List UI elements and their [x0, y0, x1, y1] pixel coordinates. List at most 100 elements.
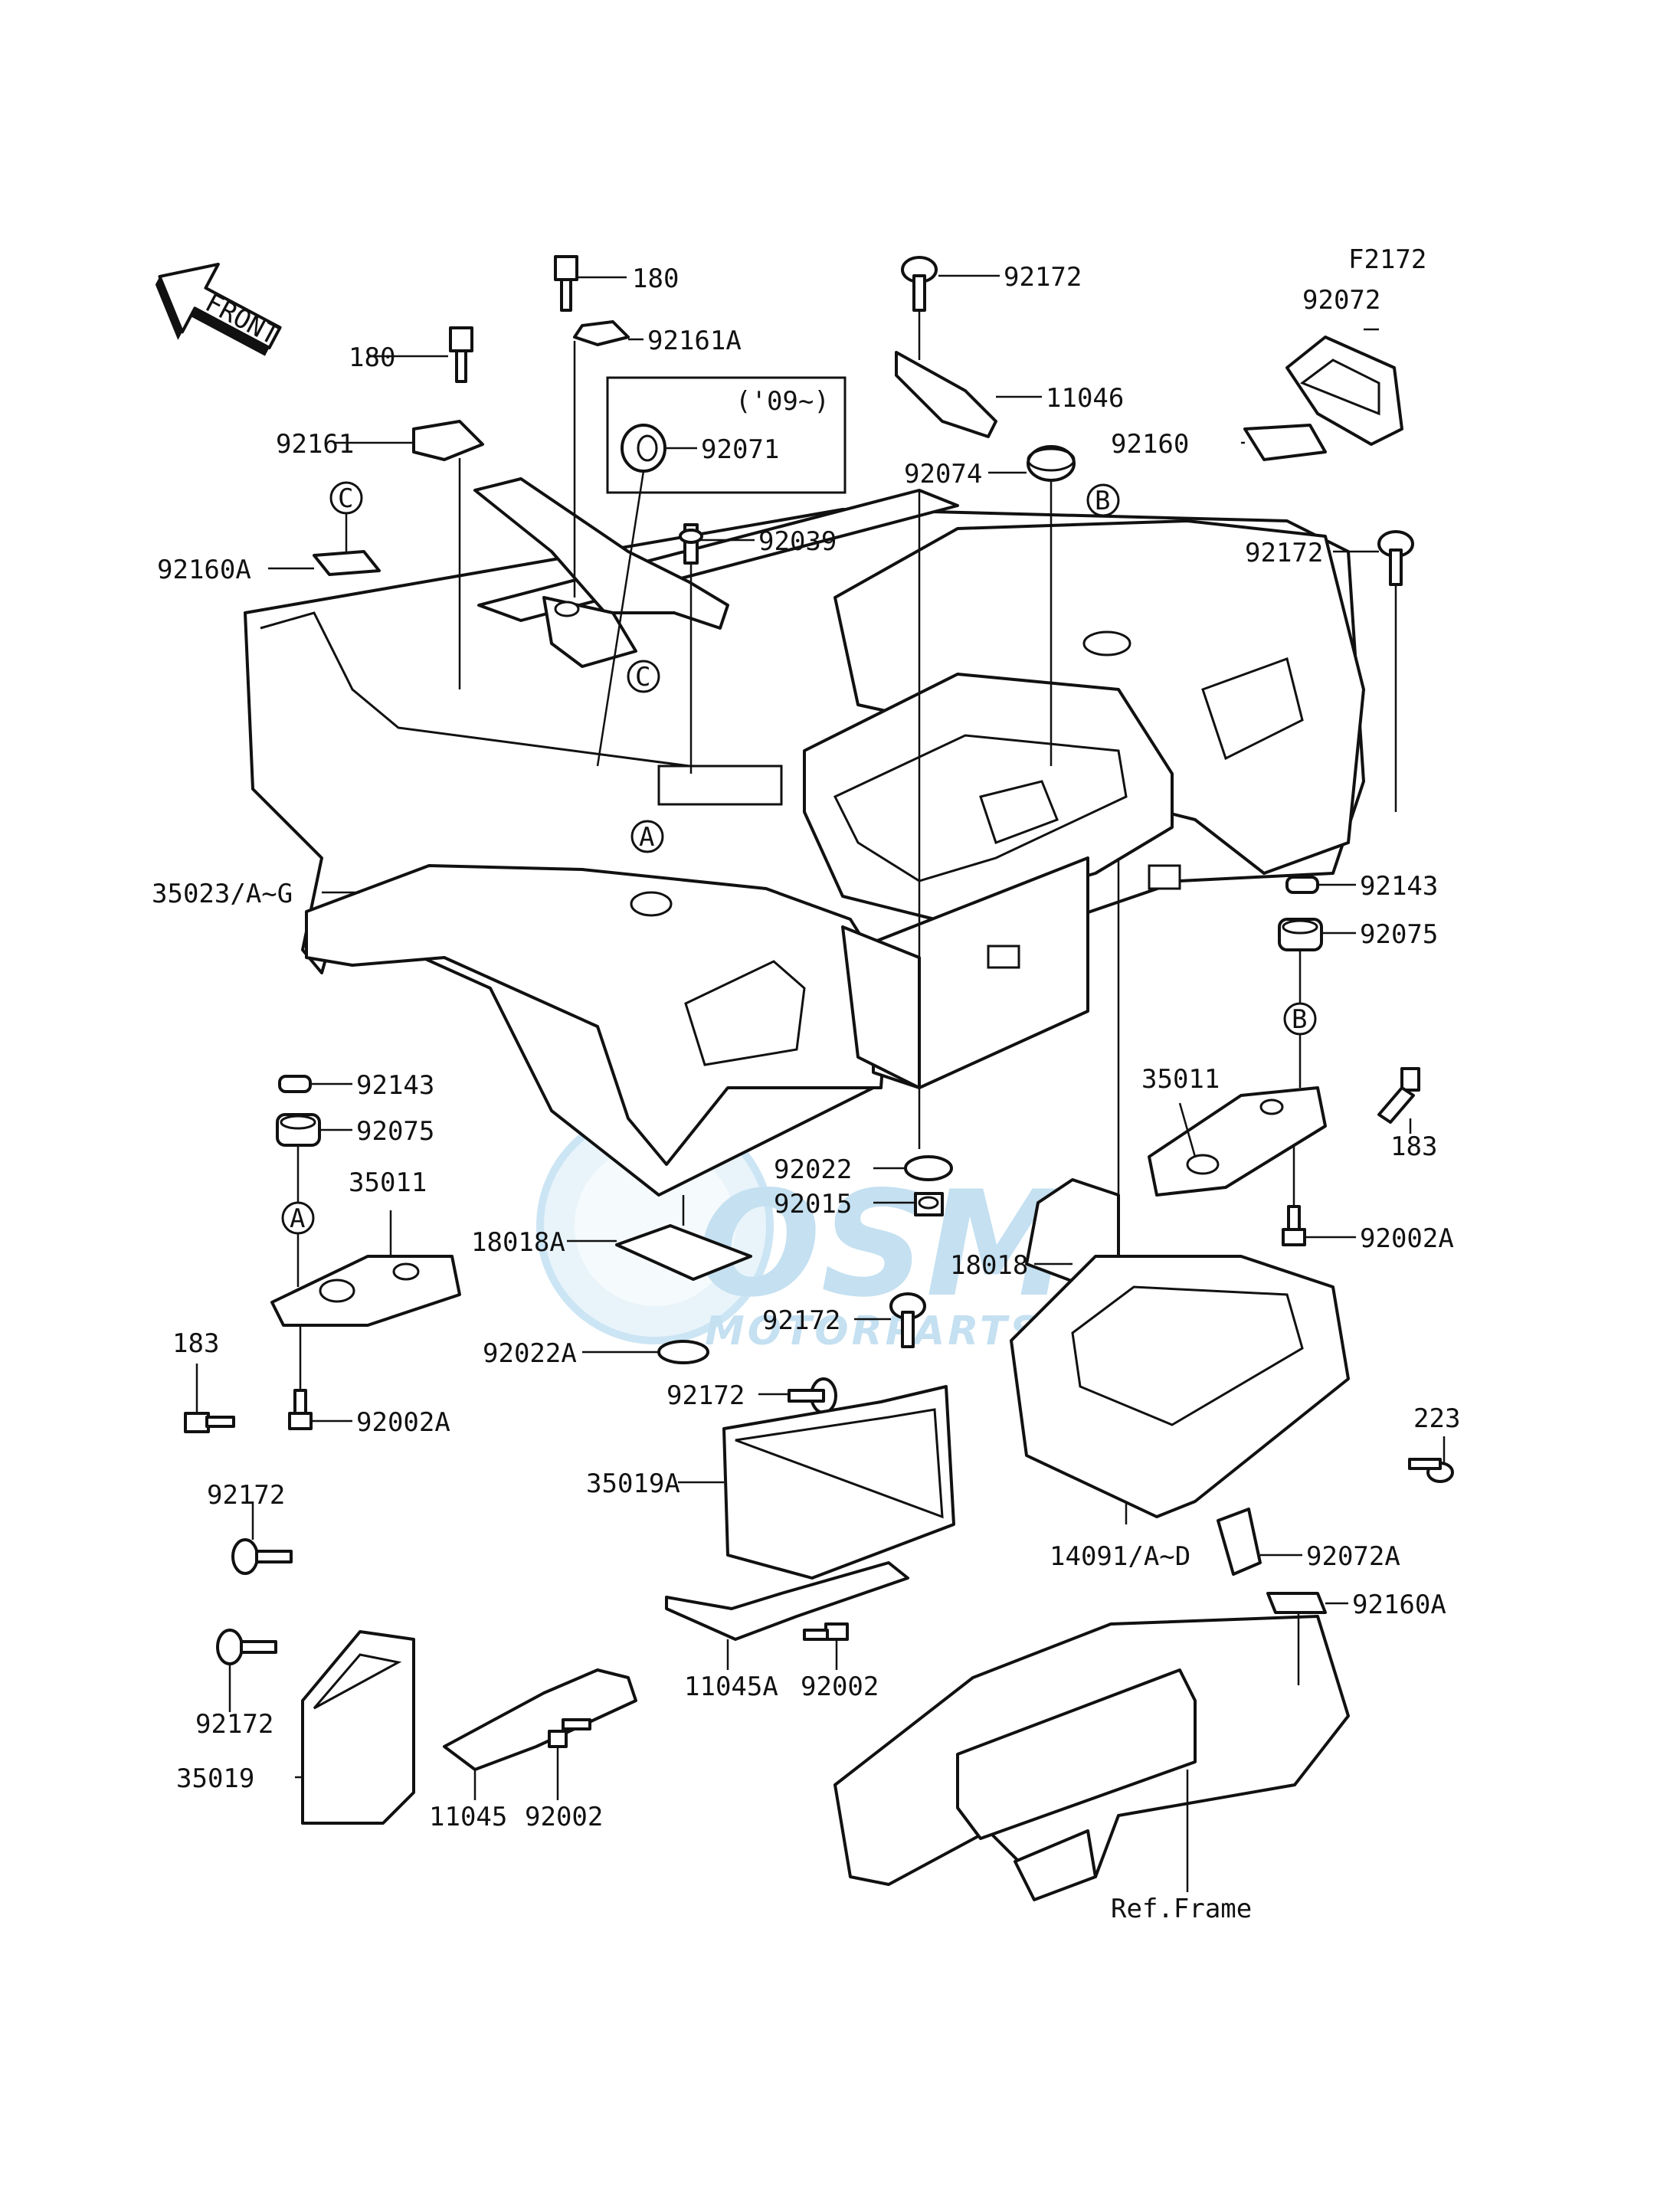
cap-92074	[1027, 445, 1076, 482]
clip-92161	[412, 420, 484, 461]
label-92143-left: 92143	[356, 1070, 434, 1101]
ref-frame	[833, 1615, 1350, 1901]
callout-C-upper-text: C	[338, 483, 353, 514]
strap-92072	[1285, 336, 1403, 446]
label-35011-right: 35011	[1141, 1064, 1220, 1095]
bolt-180-upper	[554, 255, 578, 312]
bracket-35011-left	[270, 1255, 461, 1327]
pad-92160A-top	[313, 550, 381, 576]
label-92160: 92160	[1111, 429, 1189, 460]
label-183-right: 183	[1390, 1131, 1437, 1162]
callout-C-lower-text: C	[635, 662, 650, 692]
rear-fender	[244, 489, 1365, 1197]
bracket-35011-right	[1148, 1086, 1327, 1197]
bolt-92172-bl1	[231, 1538, 293, 1575]
label-223: 223	[1413, 1403, 1460, 1434]
label-92172-top: 92172	[1004, 262, 1082, 293]
label-183-left: 183	[172, 1328, 219, 1359]
figure-code: F2172	[1348, 244, 1426, 275]
label-92071: 92071	[701, 434, 779, 465]
label-11045A: 11045A	[684, 1671, 778, 1702]
bolt-223	[1408, 1458, 1454, 1483]
callout-A-upper-text: A	[639, 822, 654, 853]
nut-92015	[914, 1192, 944, 1216]
label-92161: 92161	[276, 429, 354, 460]
label-180-left: 180	[349, 342, 395, 373]
callout-C-upper: C	[329, 481, 363, 515]
label-11045: 11045	[429, 1802, 507, 1832]
bolt-92172-right	[1377, 530, 1414, 586]
label-35023: 35023/A~G	[152, 879, 293, 909]
bolt-92172-mid2	[788, 1377, 837, 1414]
washer-92022	[904, 1155, 953, 1181]
label-92002-mid: 92002	[801, 1671, 879, 1702]
plate-18018A	[615, 1224, 752, 1281]
bolt-183-right	[1377, 1067, 1420, 1124]
bolt-92002A-right	[1282, 1205, 1306, 1246]
label-11046: 11046	[1046, 383, 1124, 414]
rivet-92039	[679, 523, 703, 565]
clip-92161A	[573, 320, 630, 346]
label-35019A: 35019A	[586, 1468, 680, 1499]
label-92172-bl1: 92172	[207, 1480, 285, 1511]
label-92002A-left: 92002A	[356, 1407, 450, 1438]
washer-92143-left	[278, 1075, 312, 1093]
leader-lines	[195, 274, 1446, 1892]
callout-B-upper-text: B	[1095, 486, 1110, 516]
grommet-92075-right	[1278, 918, 1323, 951]
label-92172-mid2: 92172	[666, 1380, 745, 1411]
bracket-11045	[443, 1668, 637, 1771]
label-92015: 92015	[774, 1189, 852, 1220]
grommet-92075-left	[276, 1113, 321, 1147]
callout-B-upper: B	[1086, 483, 1120, 517]
label-35019: 35019	[176, 1763, 254, 1794]
label-92172-right: 92172	[1245, 538, 1323, 568]
part-labels: 180 180 92161A 92161 92071 92039 92160A …	[152, 262, 1460, 1924]
label-180-upper: 180	[632, 264, 679, 294]
bracket-11045A	[665, 1561, 909, 1641]
bolt-183-left	[184, 1412, 235, 1433]
label-92172-mid: 92172	[762, 1305, 840, 1336]
upper-bracket	[473, 477, 729, 668]
label-92161A: 92161A	[647, 326, 742, 356]
bolt-92172-bl2	[216, 1629, 277, 1665]
label-18018: 18018	[950, 1250, 1028, 1281]
label-92172-bl2: 92172	[195, 1709, 273, 1740]
pad-92160A-bottom	[1266, 1592, 1327, 1614]
pad-92160	[1243, 424, 1327, 461]
callout-A-upper: A	[630, 820, 664, 853]
label-18018A: 18018A	[471, 1227, 565, 1258]
strap-92072A	[1217, 1508, 1262, 1576]
label-92022A: 92022A	[483, 1338, 577, 1369]
box-14091	[1010, 1255, 1350, 1518]
watermark-logo: OSM	[697, 1160, 1070, 1329]
bolt-92172-top	[901, 256, 938, 312]
callout-A-lower: A	[281, 1201, 315, 1235]
bracket-11046	[895, 351, 997, 438]
bolt-92172-mid	[889, 1292, 926, 1348]
label-92075-left: 92075	[356, 1116, 434, 1147]
label-92022: 92022	[774, 1154, 852, 1185]
watermark-tagline: MOTORPARTS	[705, 1308, 1042, 1354]
washer-92022A	[657, 1340, 709, 1364]
callout-C-lower: C	[627, 660, 660, 693]
washer-92143-right	[1285, 876, 1319, 894]
label-92039: 92039	[758, 526, 837, 557]
bolt-92002A-left	[288, 1389, 313, 1430]
bracket-35019	[301, 1630, 415, 1825]
label-92002A-right: 92002A	[1360, 1223, 1454, 1254]
bolt-92002-mid	[803, 1622, 849, 1641]
label-92075-right: 92075	[1360, 919, 1438, 950]
grommet-92071	[621, 424, 666, 473]
label-92072A: 92072A	[1306, 1541, 1400, 1572]
label-92143-right: 92143	[1360, 871, 1438, 902]
label-92160A-top: 92160A	[157, 555, 251, 585]
bolt-180-left	[449, 326, 473, 383]
label-92160A-bottom: 92160A	[1352, 1590, 1446, 1620]
label-92074: 92074	[904, 459, 982, 489]
label-14091: 14091/A~D	[1050, 1541, 1190, 1572]
callout-A-lower-text: A	[290, 1203, 305, 1234]
ref-frame-label: Ref.Frame	[1111, 1894, 1252, 1924]
bolt-92002-bottom	[548, 1718, 591, 1748]
